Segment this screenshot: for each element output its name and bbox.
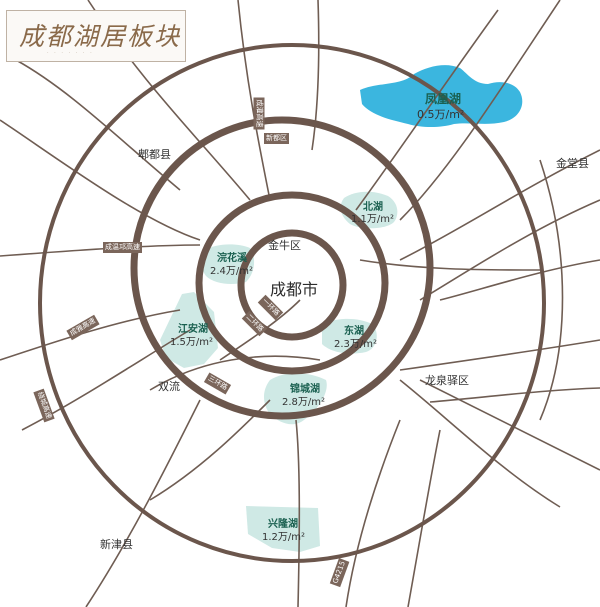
ring-ring-2 [195, 191, 389, 375]
ring-roads [38, 43, 546, 563]
lake-name-huanhuaxi: 浣花溪 [217, 253, 247, 264]
road-tag-chengwenqiong: 成温邛高速 [103, 242, 142, 253]
district-longquanyi: 龙泉驿区 [425, 374, 469, 387]
city-label: 成都市 [270, 280, 319, 299]
lake-name-fenghuang: 凤凰湖 [425, 92, 462, 106]
lake-name-jincheng: 锦城湖 [290, 384, 320, 395]
lake-area-donghu: 2.3万/m² [334, 339, 378, 350]
lake-area-huanhuaxi: 2.4万/m² [210, 266, 254, 277]
district-jinniu: 金牛区 [268, 239, 301, 252]
ring-ring-1 [237, 229, 347, 341]
district-xinjin: 新津县 [100, 538, 133, 551]
district-shuangliu: 双流 [158, 380, 180, 393]
lake-name-xinglong: 兴隆湖 [268, 519, 298, 530]
donghu-lake-shape [322, 318, 377, 354]
district-pixian: 郫都县 [138, 148, 171, 161]
lake-area-jincheng: 2.8万/m² [282, 397, 326, 408]
map-title: 成都湖居板块 [19, 22, 182, 51]
lake-name-jiangan: 江安湖 [178, 324, 208, 335]
lake-name-beihu: 北湖 [363, 202, 383, 213]
lake-area-xinglong: 1.2万/m² [262, 532, 306, 543]
ring-ring-outer [38, 43, 546, 563]
district-jintang: 金堂县 [556, 157, 589, 170]
road-tag-chengguan: 成灌高速 [253, 97, 265, 130]
lake-area-fenghuang: 0.5万/m² [417, 108, 465, 121]
lake-name-donghu: 东湖 [344, 326, 364, 337]
map-subtitle: · · · · · · · [47, 50, 94, 56]
map-title-box: 成都湖居板块 · · · · · · · [6, 10, 186, 62]
ring-ring-3 [130, 116, 434, 420]
lake-area-jiangan: 1.5万/m² [170, 337, 214, 348]
xinglong-lake-shape [246, 506, 320, 552]
lake-area-beihu: 1.1万/m² [351, 214, 395, 225]
road-tag-xindu: 新都区 [264, 133, 289, 144]
